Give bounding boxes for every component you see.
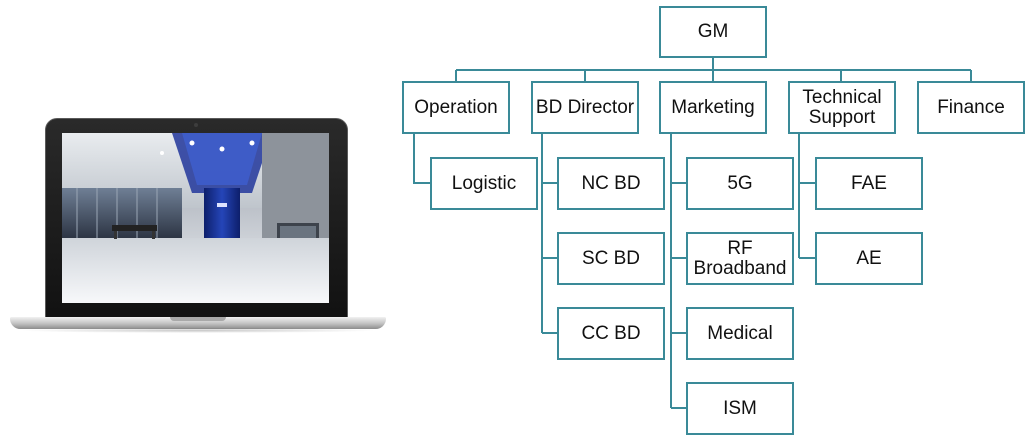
office-scene — [62, 133, 329, 303]
node-medical: Medical — [686, 307, 794, 360]
node-nc-bd: NC BD — [557, 157, 665, 210]
node-operation-label: Operation — [414, 96, 498, 118]
node-ism: ISM — [686, 382, 794, 435]
node-ae: AE — [815, 232, 923, 285]
camera-icon — [194, 123, 198, 127]
node-technical-support-label: Technical Support — [802, 86, 882, 128]
node-sc-bd-label: SC BD — [581, 247, 641, 269]
connector-to-logistic — [413, 134, 431, 184]
laptop-image — [8, 112, 388, 334]
laptop-shadow — [18, 328, 378, 333]
node-ae-label: AE — [856, 247, 882, 269]
node-fae-label: FAE — [851, 172, 887, 194]
laptop-lid — [45, 118, 348, 322]
office-lobby-photo — [62, 133, 329, 303]
node-finance-label: Finance — [937, 96, 1005, 118]
node-marketing: Marketing — [659, 81, 767, 134]
node-operation: Operation — [402, 81, 510, 134]
node-gm: GM — [659, 6, 767, 58]
node-marketing-label: Marketing — [671, 96, 755, 118]
node-gm-label: GM — [697, 21, 729, 43]
node-rf-broadband-label: RF Broadband — [693, 237, 787, 279]
node-nc-bd-label: NC BD — [581, 172, 641, 194]
node-bd-director: BD Director — [531, 81, 639, 134]
laptop-notch — [170, 317, 226, 321]
node-ism-label: ISM — [723, 397, 757, 419]
node-logistic: Logistic — [430, 157, 538, 210]
laptop-base — [10, 317, 386, 329]
node-medical-label: Medical — [707, 322, 773, 344]
node-5g-label: 5G — [727, 172, 753, 194]
node-fae: FAE — [815, 157, 923, 210]
node-5g: 5G — [686, 157, 794, 210]
node-logistic-label: Logistic — [451, 172, 517, 194]
node-cc-bd: CC BD — [557, 307, 665, 360]
node-finance: Finance — [917, 81, 1025, 134]
node-cc-bd-label: CC BD — [581, 322, 641, 344]
node-sc-bd: SC BD — [557, 232, 665, 285]
node-rf-broadband: RF Broadband — [686, 232, 794, 285]
node-bd-director-label: BD Director — [535, 96, 635, 118]
node-technical-support: Technical Support — [788, 81, 896, 134]
